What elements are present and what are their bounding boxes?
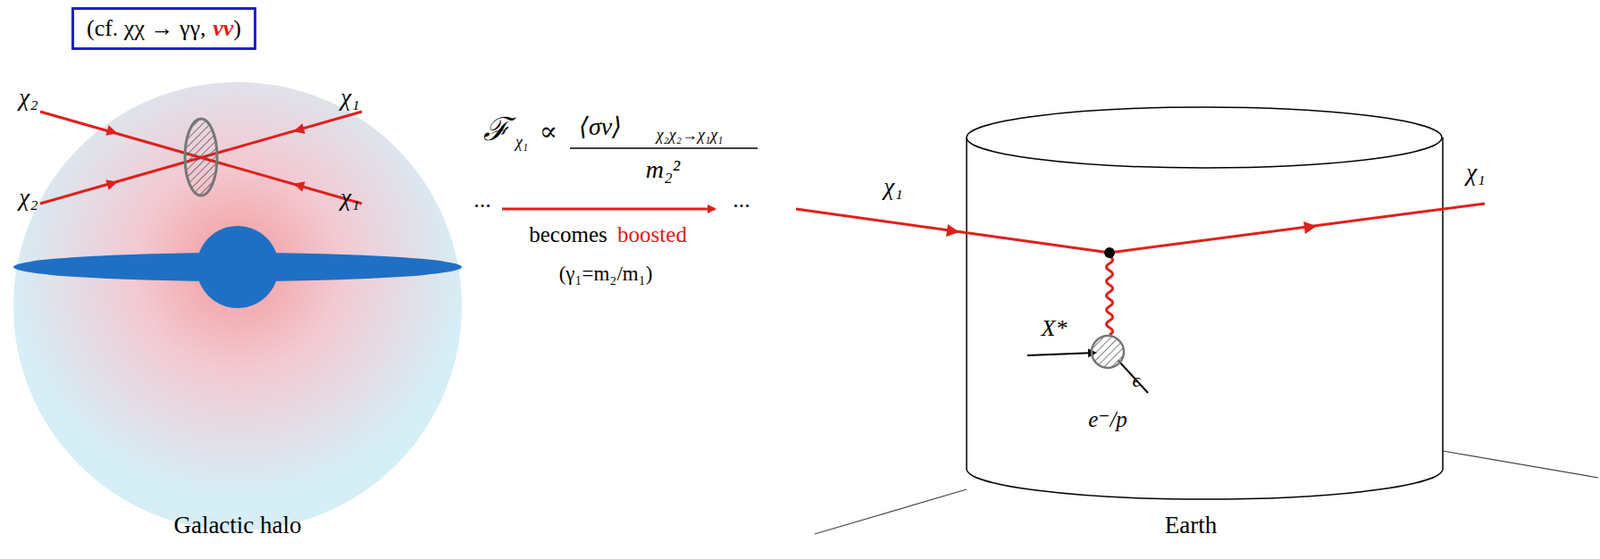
formula-denominator: m₂² bbox=[645, 156, 680, 185]
note-text: (cf. χχ → γγ, bbox=[86, 15, 206, 42]
formula-subscript: χ₂χ₂→χ₁χ₁ bbox=[656, 126, 724, 145]
ellipsis: ... bbox=[473, 187, 492, 214]
caption-text: becomes bbox=[528, 222, 607, 248]
caption-highlight: boosted bbox=[617, 222, 687, 248]
particle-label: χ₂ bbox=[18, 84, 38, 112]
region-caption: Earth bbox=[1164, 511, 1217, 539]
target-line bbox=[1027, 352, 1148, 394]
particle-label: χ₁ bbox=[883, 174, 903, 202]
mediator-label: X* bbox=[1041, 316, 1068, 343]
ground-line bbox=[1442, 451, 1599, 478]
formula-symbol: ∝ bbox=[539, 116, 558, 146]
formula-numerator: ⟨σv⟩ bbox=[578, 113, 622, 142]
vertex-dot bbox=[1104, 247, 1115, 259]
scatter-arrows bbox=[946, 219, 1318, 239]
halo-circle bbox=[13, 82, 462, 531]
region-node: Earth bbox=[1164, 511, 1217, 540]
coupling-label: ϵ bbox=[1132, 369, 1141, 392]
particle-label: χ₁ bbox=[340, 84, 360, 112]
particle-label: χ₁ bbox=[1465, 159, 1485, 187]
target-label: e⁻/p bbox=[1088, 407, 1128, 433]
formula-subscript: χ₁ bbox=[515, 134, 528, 152]
scatter-lines bbox=[795, 203, 1485, 253]
region-caption: Galactic halo bbox=[173, 511, 302, 539]
region-node: Galactic halo bbox=[173, 511, 302, 540]
coupling-blob bbox=[1091, 335, 1124, 369]
formula-text: (γ₁=m₂/m₁) bbox=[559, 262, 654, 285]
highlight-text: νν bbox=[212, 15, 234, 42]
note-text: ) bbox=[233, 15, 242, 42]
particle-label: χ₂ bbox=[18, 184, 38, 212]
fraction-bar bbox=[569, 147, 758, 150]
boost-arrow bbox=[502, 208, 715, 211]
galactic-bulge bbox=[196, 226, 279, 309]
note-box: (cf. χχ → γγ,νν) bbox=[71, 7, 257, 51]
annihilation-blob bbox=[184, 118, 218, 196]
mediator-wave bbox=[1106, 256, 1114, 336]
ground-line bbox=[814, 489, 967, 535]
ellipsis: ... bbox=[732, 187, 751, 214]
detector-cylinder bbox=[966, 107, 1443, 500]
formula-symbol: ℱ bbox=[483, 112, 511, 149]
particle-label: χ₁ bbox=[340, 184, 360, 212]
annihilation-lines bbox=[40, 111, 362, 204]
